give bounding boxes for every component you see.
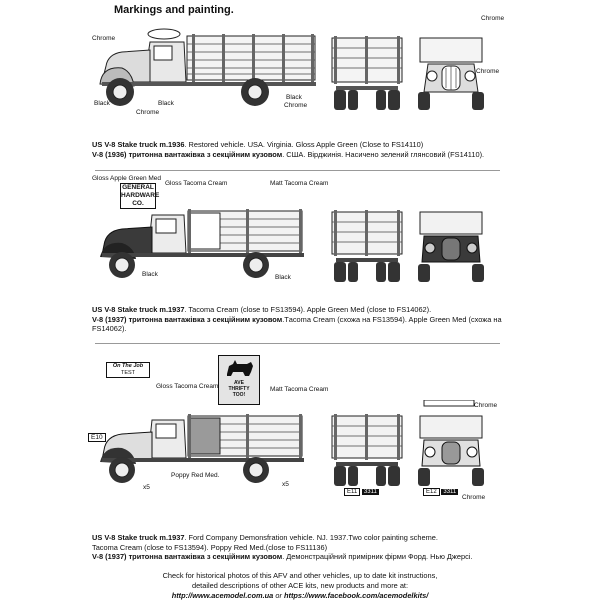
marker-e10: E10 (88, 433, 106, 442)
label-black-5: Black (275, 274, 291, 281)
section3-caption: US V-8 Stake truck m.1937. Ford Company … (92, 533, 512, 562)
caption-ua-text: . США. Вірджинія. Насичено зелений глянс… (282, 149, 485, 159)
label-gloss-tacoma-cream: Gloss Tacoma Cream (165, 180, 228, 187)
label-poppy-red-med: Poppy Red Med. (171, 472, 220, 479)
label-gloss-apple-green-med: Gloss Apple Green Med (92, 175, 162, 182)
caption-ua-text: .Тacoma Cream (схожа на FS13594). Apple … (92, 314, 502, 334)
caption-ua-title: V-8 (1937) тритонна вантажівка з секційн… (92, 314, 283, 324)
section-divider (95, 343, 500, 344)
caption-ua-text: . Демонстраційний примірник фірми Форд. … (282, 552, 473, 562)
label-chrome-4: Chrome (481, 15, 505, 22)
marker-x5-front: x5 (143, 484, 150, 491)
caption-en-title: US V-8 Stake truck m.1936 (92, 140, 185, 149)
marker-e11-group: E11 3311 (344, 488, 379, 496)
label-matt-tacoma-cream: Matt Tacoma Cream (270, 180, 329, 187)
sign-line-3: CO. (132, 200, 144, 207)
truck-1937-demo-rear-view (330, 414, 404, 488)
marker-e12: E12 (423, 488, 440, 496)
caption-en-text-2: Tacoma Cream (close to FS13594). Poppy R… (92, 542, 328, 552)
general-hardware-sign: GENERAL HARDWARE CO. (120, 183, 160, 209)
marker-e11: E11 (344, 488, 361, 496)
caption-en-title: US V-8 Stake truck m.1937 (92, 533, 185, 542)
dog-text-1: AVE (234, 380, 244, 386)
caption-en-text: . Tacoma Cream (close to FS13594). Apple… (184, 305, 432, 314)
license-plate-rear: 3311 (361, 489, 379, 495)
caption-en-title: US V-8 Stake truck m.1937 (92, 305, 185, 314)
caption-en-text: . Ford Company Demonsfration vehicle. NJ… (184, 533, 438, 542)
on-the-job-sign: On The Job TEST (106, 362, 150, 378)
label-black-3: Black (286, 94, 302, 101)
truck-1937-demo-side-view (96, 410, 306, 490)
label-chrome-7: Chrome (462, 494, 486, 501)
footer-line-1: Check for historical photos of this AFV … (162, 571, 438, 580)
label-chrome-2: Chrome (136, 109, 160, 116)
caption-ua-title: V-8 (1936) тритонна вантажівка з секційн… (92, 149, 283, 159)
label-black-4: Black (142, 271, 158, 278)
label-gloss-tacoma-cream: Gloss Tacoma Cream (156, 383, 219, 390)
footer-or: or (275, 590, 282, 600)
facebook-link[interactable]: https://www.facebook.com/acemodelkits/ (283, 590, 429, 600)
section1-caption: US V-8 Stake truck m.1936. Restored vehi… (92, 140, 512, 159)
label-black-2: Black (158, 100, 174, 107)
dog-text-2: THRIFTY (228, 386, 250, 392)
scottie-dog-icon (227, 360, 253, 376)
truck-1936-rear-view (330, 36, 404, 112)
truck-1937-demo-front-view (414, 400, 488, 488)
label-chrome-3: Chrome (284, 102, 308, 109)
footer: Check for historical photos of this AFV … (100, 571, 500, 600)
truck-1936-front-view (414, 36, 488, 112)
marker-x5-rear: x5 (282, 481, 289, 488)
caption-ua-title: V-8 (1937) тритонна вантажівка з секційн… (92, 552, 283, 562)
label-chrome-1: Chrome (92, 35, 116, 42)
license-plate-front: 3311 (441, 489, 459, 495)
label-matt-tacoma-cream: Matt Tacoma Cream (270, 386, 329, 393)
section-divider (95, 170, 500, 171)
label-chrome-5: Chrome (476, 68, 500, 75)
dog-text-3: TOO! (232, 392, 246, 398)
truck-1937-green-front-view (414, 210, 488, 284)
caption-en-text: . Restored vehicle. USA. Virginia. Gloss… (184, 140, 424, 149)
marker-e12-group: E12 3311 (423, 488, 459, 496)
sign-line-1: GENERAL (122, 184, 154, 191)
acemodel-website-link[interactable]: http://www.acemodel.com.ua (171, 590, 274, 600)
label-black-1: Black (94, 100, 110, 107)
sign-line-2: HARDWARE (121, 192, 160, 199)
section2-caption: US V-8 Stake truck m.1937. Tacoma Cream … (92, 305, 512, 334)
sign-line-1: On The Job (112, 363, 144, 369)
footer-line-2: detailed descriptions of other ACE kits,… (191, 580, 409, 590)
truck-1937-green-side-view (96, 205, 306, 283)
scottie-dog-sign: AVE THRIFTY TOO! (218, 355, 260, 405)
truck-1936-side-view (92, 22, 322, 112)
sign-line-2: TEST (120, 370, 136, 376)
label-chrome-6: Chrome (474, 402, 498, 409)
page-title: Markings and painting. (114, 4, 234, 16)
truck-1937-green-rear-view (330, 210, 404, 284)
